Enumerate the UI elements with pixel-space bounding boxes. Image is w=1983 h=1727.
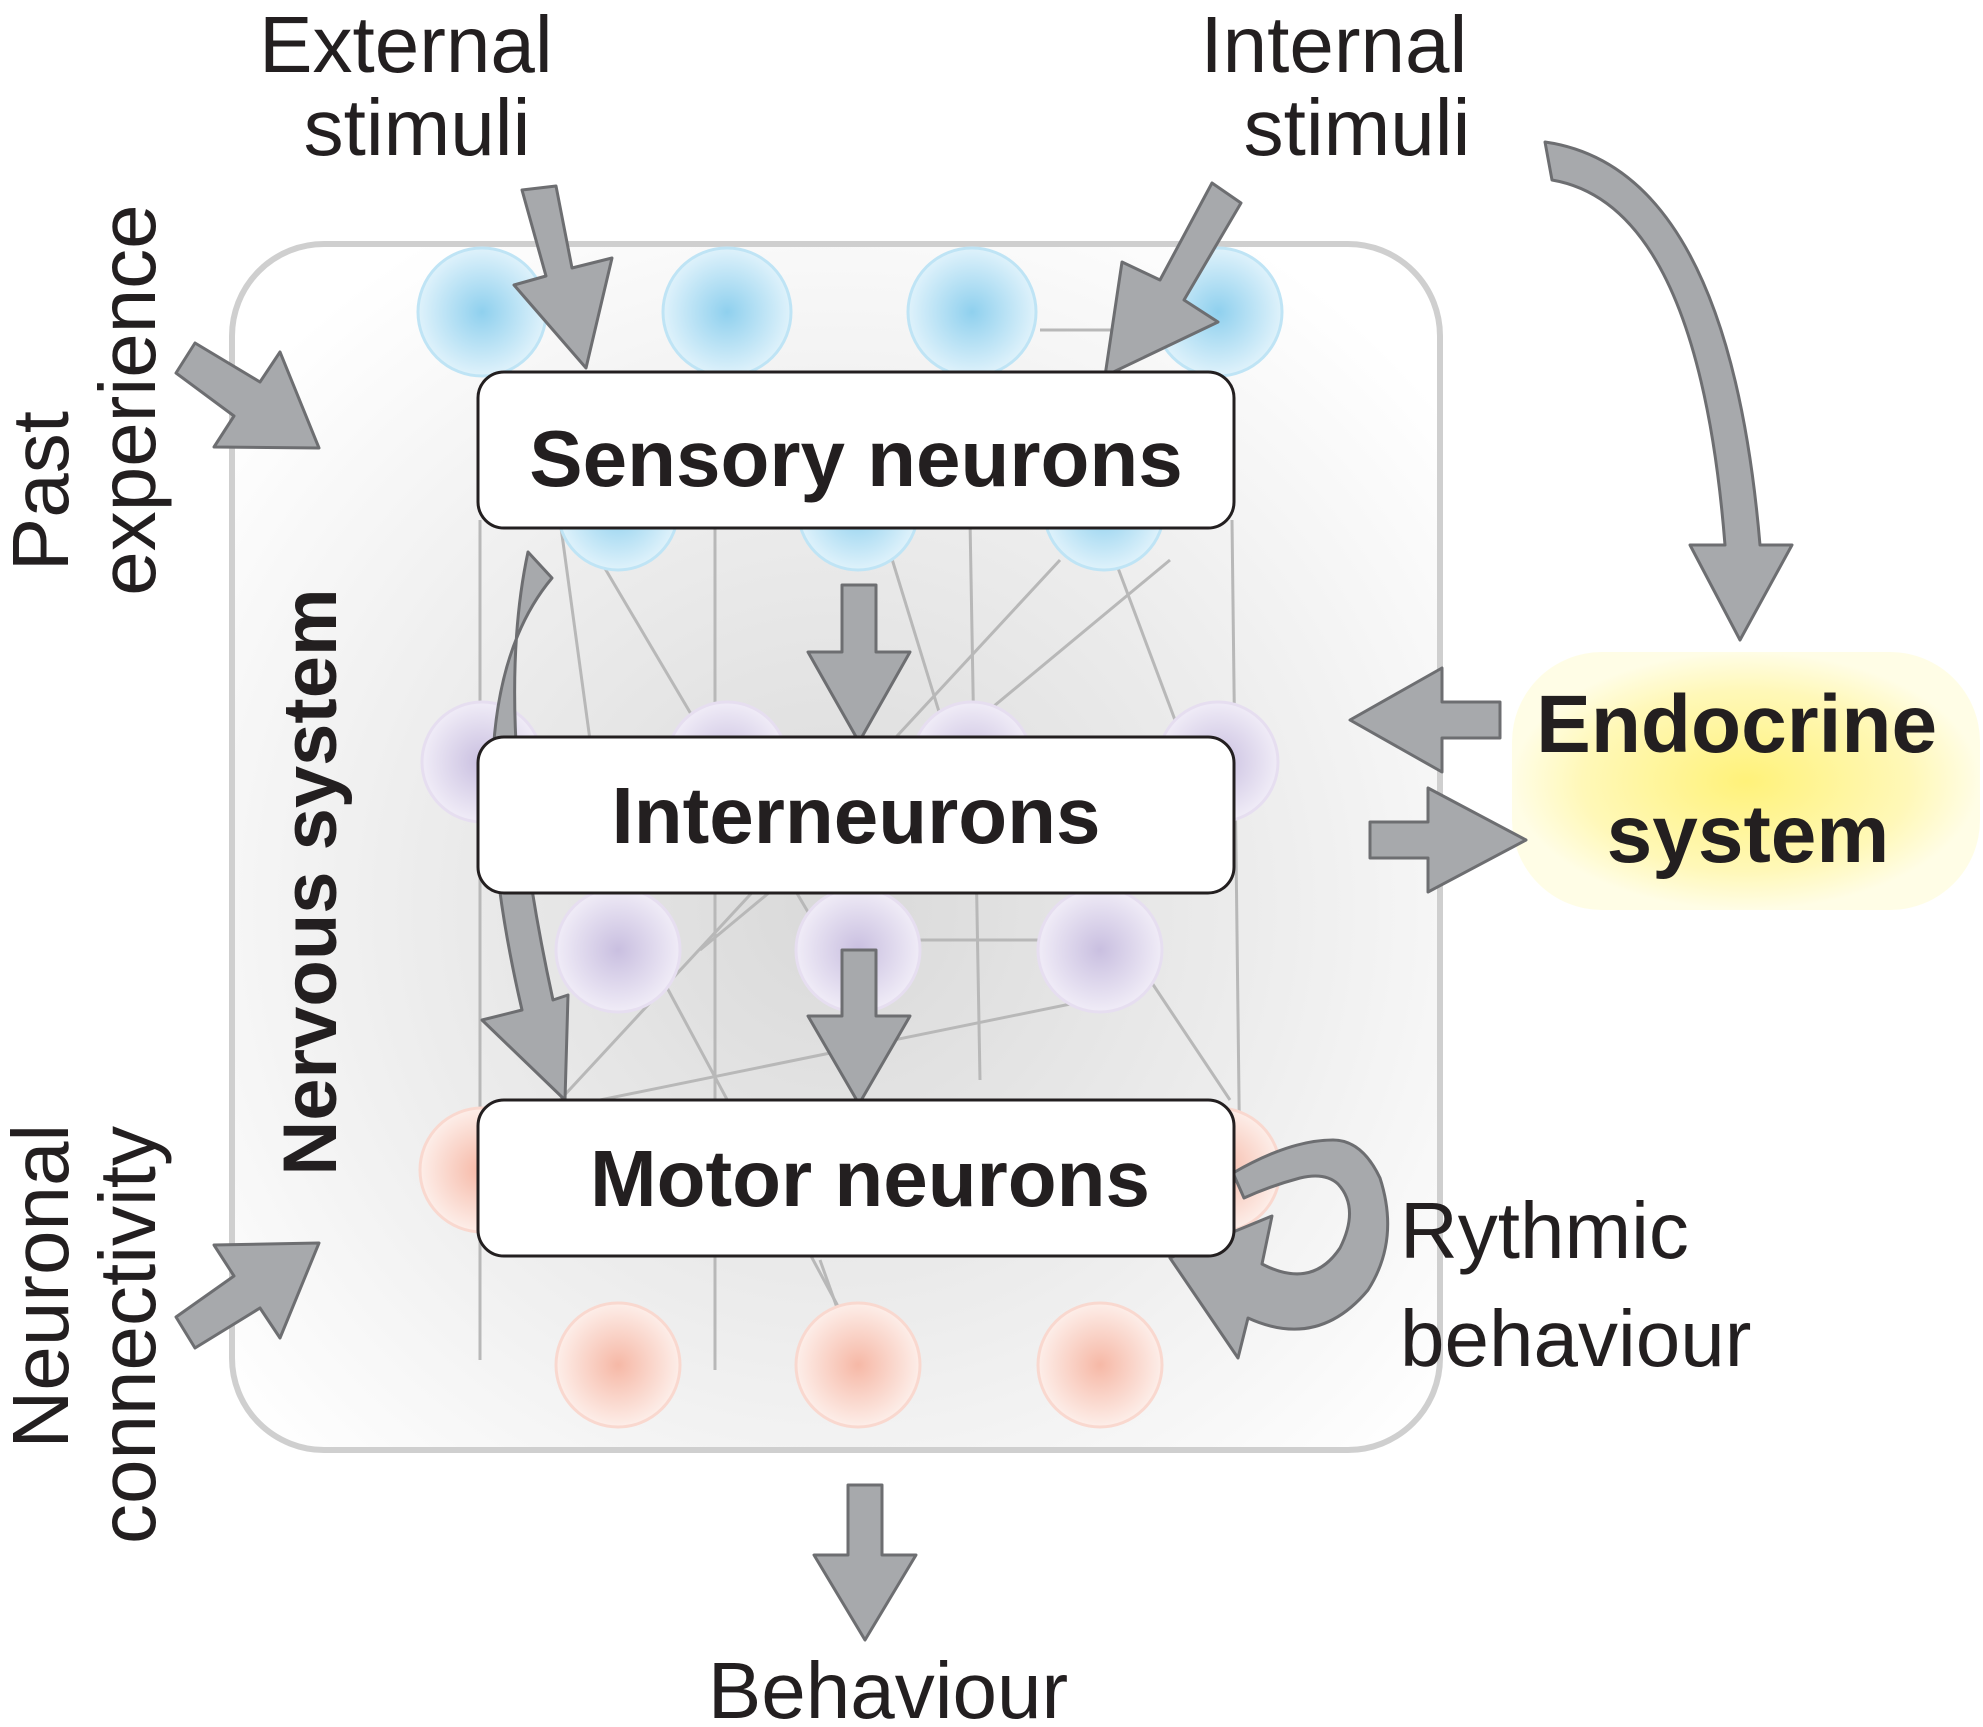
- sensory-to-interneuron-arrow: [806, 583, 912, 744]
- rythmic-behaviour-label: Rythmic behaviour: [1400, 1186, 1751, 1383]
- interneurons-label: Interneurons: [612, 771, 1101, 860]
- nervous-to-endocrine-arrow: [1368, 786, 1528, 894]
- interneurons-box: Interneurons: [476, 735, 1236, 895]
- endocrine-system-label: Endocrine system: [1536, 679, 1960, 880]
- neuronal-connectivity-arrow: [174, 1241, 321, 1350]
- motor-neuron: [794, 1301, 922, 1429]
- sensory-neuron: [906, 246, 1038, 378]
- internal-stimuli-arrow: [1103, 181, 1243, 378]
- motor-neurons-box: Motor neurons: [476, 1098, 1236, 1258]
- past-experience-arrow: [174, 341, 321, 450]
- sensory-neurons-box: Sensory neurons: [476, 370, 1236, 530]
- past-experience-label: Past experience: [0, 204, 172, 595]
- behaviour-arrow: [812, 1483, 918, 1642]
- motor-neurons-label: Motor neurons: [590, 1134, 1150, 1223]
- internal-stimuli-label: Internal stimuli: [1200, 0, 1489, 172]
- internal-to-endocrine-curved-arrow: [1543, 140, 1794, 642]
- neuronal-connectivity-label: Neuronal connectivity: [0, 1102, 172, 1544]
- endocrine-to-nervous-arrow: [1348, 666, 1502, 774]
- sensory-neuron: [416, 246, 548, 378]
- arrows: [174, 140, 1794, 1642]
- sensory-neuron: [661, 246, 793, 378]
- motor-neuron: [1036, 1301, 1164, 1429]
- sensory-to-motor-curved-arrow: [480, 550, 570, 1102]
- endocrine-system-glow: [1512, 652, 1980, 910]
- sensory-neurons-label: Sensory neurons: [529, 414, 1183, 503]
- external-stimuli-label: External stimuli: [259, 0, 575, 172]
- interneuron: [1036, 886, 1164, 1014]
- interneuron-to-motor-arrow: [806, 948, 912, 1106]
- behaviour-label: Behaviour: [708, 1646, 1068, 1727]
- nervous-system-label: Nervous system: [268, 588, 353, 1175]
- external-stimuli-arrow: [512, 184, 614, 370]
- rythmic-loop-arrow: [1168, 1138, 1390, 1360]
- interneuron: [554, 886, 682, 1014]
- motor-neuron: [554, 1301, 682, 1429]
